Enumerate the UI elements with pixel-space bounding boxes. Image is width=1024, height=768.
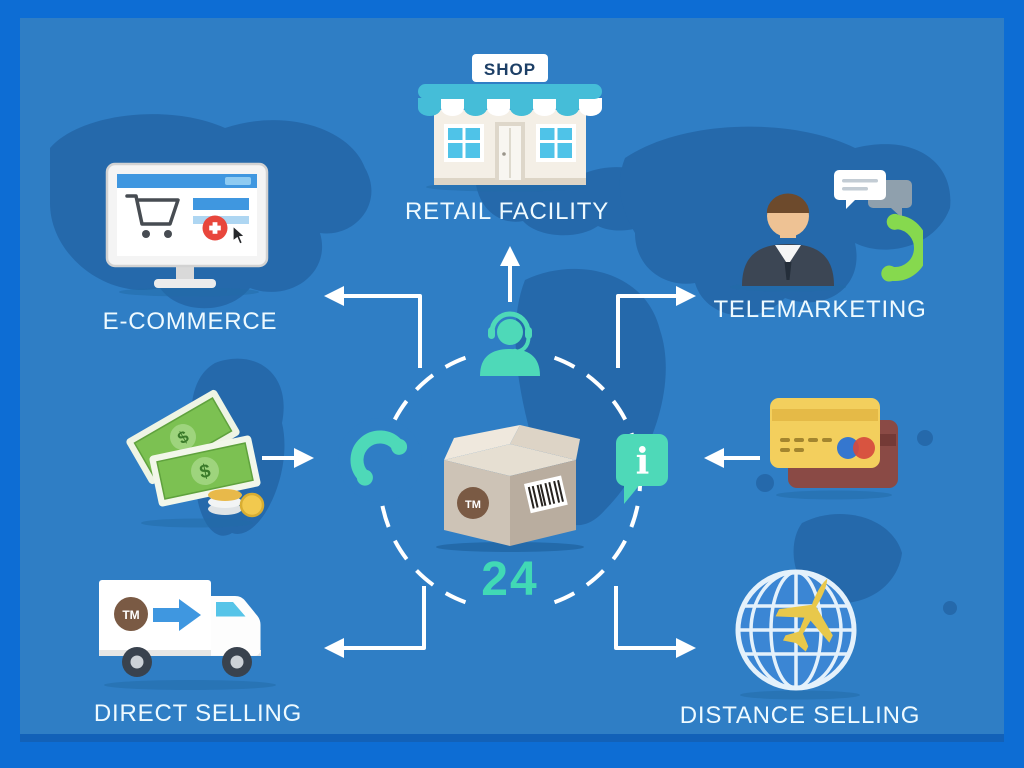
chat-bubble-front <box>834 170 886 200</box>
cursor-icon <box>232 224 246 245</box>
delivery-truck-icon: TM <box>99 580 276 690</box>
label-distance-selling: DISTANCE SELLING <box>679 702 921 729</box>
label-direct-selling: DIRECT SELLING <box>93 700 303 727</box>
info-glyph: i <box>636 441 650 483</box>
package-box-icon: TM <box>436 425 584 552</box>
label-ecommerce: E-COMMERCE <box>102 308 278 335</box>
label-telemarketing: TELEMARKETING <box>713 296 927 323</box>
dollar-bills-coins-icon: $ $ <box>126 389 265 528</box>
shop-awning <box>418 84 602 99</box>
phone-handset-icon <box>350 430 408 486</box>
telemarketer-headset-icon <box>730 170 923 292</box>
dollar-bill-front: $ <box>149 435 261 507</box>
canvas-bottom-shadow <box>20 734 1004 742</box>
arrow-logo <box>153 599 201 631</box>
phone-receiver-green-icon <box>881 213 923 282</box>
tm-logo-box <box>457 487 489 519</box>
globe-airplane-icon <box>735 569 860 700</box>
airplane-icon <box>775 578 833 652</box>
dollar-sign: $ <box>198 461 213 484</box>
info-speech-bubble-icon: i <box>616 434 668 504</box>
monitor-shopping-cart-icon <box>105 162 269 297</box>
shop-building-icon: SHOP <box>418 54 602 192</box>
coin <box>239 492 265 518</box>
shop-sign-text: SHOP <box>484 60 536 79</box>
credit-cards-icon <box>770 398 898 500</box>
tm-logo-truck <box>114 597 148 631</box>
support-agent-headset-icon <box>480 311 540 376</box>
tm-logo-truck-text: TM <box>122 608 139 622</box>
label-retail-facility: RETAIL FACILITY <box>404 198 610 225</box>
tm-logo-box-text: TM <box>465 499 481 511</box>
service-hours-text: 24 <box>481 553 539 606</box>
shopping-cart-glyph <box>125 194 180 226</box>
shop-signboard <box>472 54 548 82</box>
barcode <box>524 475 568 514</box>
